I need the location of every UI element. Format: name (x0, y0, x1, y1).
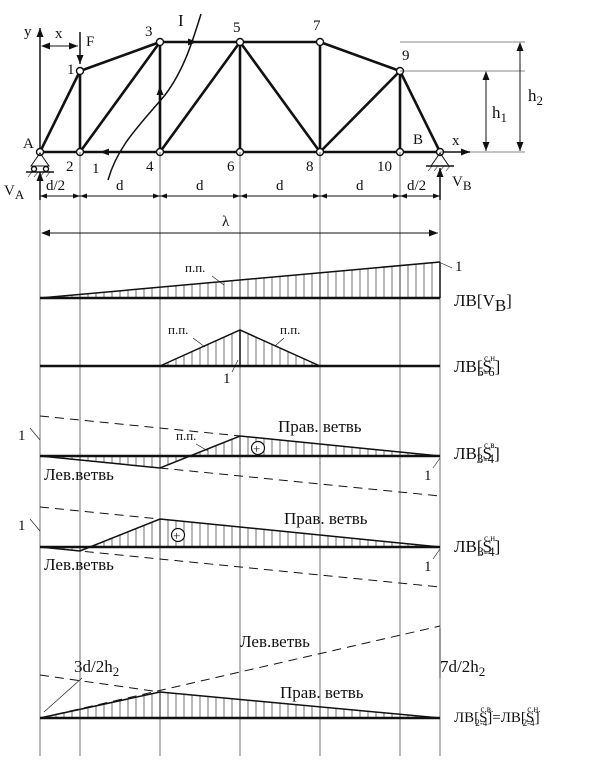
influence-line-s34-sn: Прав. ветвь Лев.ветвь 1 1 + ЛВ[Sс.н.3-4] (18, 506, 500, 588)
truss-members (38, 40, 442, 154)
truss: y x I 1 F (4, 11, 543, 202)
node-label-7: 7 (313, 18, 321, 34)
name-s34-sn: ЛВ[Sс.н.3-4] (454, 533, 500, 559)
influence-line-s24: Лев.ветвь Прав. ветвь 3d/2h2 7d/2h2 ЛВ[S… (39, 625, 541, 728)
dashed-left-branch-sn (39, 546, 441, 588)
dim-panel-2: d (196, 178, 204, 194)
node-label-2: 2 (66, 159, 74, 175)
name-vb: ЛВ[VB] (454, 291, 512, 315)
influence-line-s56: п.п. п.п. 1 ЛВ[Sс.н.5-6] (40, 322, 500, 387)
ordinate-left-s34-sv: 1 (18, 428, 26, 444)
dim-half-right: d/2 (407, 178, 426, 194)
dim-half-left: d/2 (46, 178, 65, 194)
reaction-b-label: VB (452, 174, 472, 193)
sign-circle-s34-sv (250, 440, 266, 456)
name-s34-sv: ЛВ[Sс.в.3-4] (454, 440, 500, 466)
node-label-8: 8 (306, 159, 314, 175)
label-pp-s56-right: п.п. (280, 322, 300, 337)
line-s24 (39, 691, 441, 719)
hatch-s24 (47, 692, 417, 718)
panel-dimensions: d/2 d d d d d/2 λ (40, 152, 440, 237)
name-s24: ЛВ[Sс.в.2-4]=ЛВ[Sс.н.2-4] (454, 704, 541, 728)
h2-label: h2 (528, 86, 543, 108)
sign-s34-sn: + (173, 528, 180, 543)
node-label-3: 3 (145, 24, 153, 40)
support-b (426, 152, 454, 172)
dashed-right-branch-s24 (39, 674, 161, 693)
left-branch-s34-sn: Лев.ветвь (44, 555, 114, 574)
name-s56: ЛВ[Sс.н.5-6] (454, 353, 500, 379)
right-branch-s34-sn: Прав. ветвь (284, 509, 368, 528)
node-labels: A 1 2 3 4 5 6 7 8 9 10 B (23, 18, 423, 175)
node-label-5: 5 (233, 20, 241, 36)
node-label-4: 4 (146, 159, 154, 175)
ordinate-right-s24: 7d/2h2 (440, 657, 485, 679)
influence-line-s34-sv: п.п. Прав. ветвь Лев.ветвь 1 1 + ЛВ[Sс.в… (18, 415, 500, 497)
h1-label: h1 (492, 103, 507, 125)
node-label-b: B (413, 132, 423, 148)
left-branch-s34-sv: Лев.ветвь (44, 465, 114, 484)
hatch-vb (63, 262, 441, 298)
line-s34-sv (39, 435, 441, 469)
ordinate-right-s34-sv: 1 (424, 468, 432, 484)
right-branch-s34-sv: Прав. ветвь (278, 417, 362, 436)
node-label-6: 6 (227, 159, 235, 175)
ordinate-right-s34-sn: 1 (424, 559, 432, 575)
section-label-top: I (178, 11, 184, 30)
line-s34-sn (39, 518, 441, 552)
span-label: λ (222, 214, 230, 230)
truss-nodes (35, 37, 445, 157)
node-label-a: A (23, 136, 34, 152)
sign-s34-sv: + (253, 441, 260, 456)
sign-circle-s34-sn (170, 527, 186, 543)
ordinate-s56: 1 (223, 371, 231, 387)
label-pp-s34-sv: п.п. (176, 428, 196, 443)
y-axis-label: y (24, 24, 32, 40)
label-pp-s56-left: п.п. (168, 322, 188, 337)
right-branch-s24: Прав. ветвь (280, 683, 364, 702)
ordinate-left-s34-sn: 1 (18, 518, 26, 534)
left-branch-s24: Лев.ветвь (240, 632, 310, 651)
node-label-1: 1 (67, 62, 75, 78)
dashed-left-branch-s24 (39, 625, 441, 719)
dim-panel-4: d (356, 178, 364, 194)
node-label-9: 9 (402, 48, 410, 64)
dim-panel-1: d (116, 178, 124, 194)
label-pp-vb: п.п. (185, 260, 205, 275)
node-label-10: 10 (377, 159, 392, 175)
section-label-bottom: 1 (92, 161, 100, 177)
force-f-label: F (86, 34, 94, 50)
dim-panel-3: d (276, 178, 284, 194)
x-axis-label: x (452, 133, 460, 149)
x-dimension-label: x (55, 26, 63, 42)
ordinate-left-s24: 3d/2h2 (74, 657, 119, 679)
ordinate-vb: 1 (455, 259, 463, 275)
reaction-a-label: VA (4, 183, 25, 202)
line-vb (39, 261, 441, 299)
section-cut (107, 13, 202, 181)
influence-line-vb: п.п. 1 ЛВ[VB] (39, 259, 512, 315)
